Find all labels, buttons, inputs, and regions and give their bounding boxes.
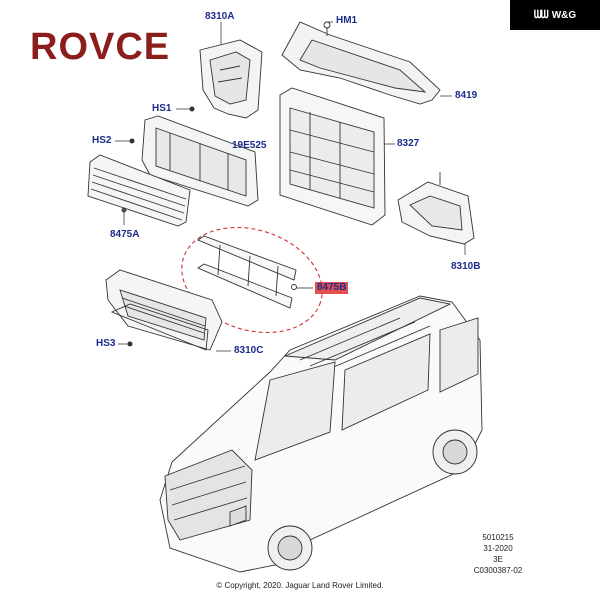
part-8475A-shutter <box>87 154 191 227</box>
callout-8310C: 8310C <box>234 345 264 356</box>
drawing-date: 31-2020 <box>483 544 513 553</box>
watermark-badge: ᗯᗯ W&G <box>510 0 600 30</box>
drawing-number: 5010215 <box>482 533 514 542</box>
copyright-notice: © Copyright, 2020. Jaguar Land Rover Lim… <box>216 581 384 590</box>
callout-HS2: HS2 <box>92 135 112 146</box>
vehicle-illustration <box>159 295 483 573</box>
callout-8475B: 8475B <box>315 282 349 294</box>
part-8327-frame <box>279 87 386 226</box>
fastener-hs3-icon <box>127 341 133 347</box>
drawing-revision: 3E <box>493 555 503 564</box>
part-8310A-duct <box>199 39 263 119</box>
brand-logo: ROVCE <box>30 26 171 68</box>
callout-HS3: HS3 <box>96 338 116 349</box>
callout-8310B: 8310B <box>451 261 481 272</box>
callout-8475A: 8475A <box>110 229 140 240</box>
callout-19E525: 19E525 <box>232 140 267 151</box>
part-19E525-grille-frame <box>141 115 259 207</box>
wg-mark-icon: ᗯᗯ <box>533 8 549 21</box>
wg-badge-text: W&G <box>551 9 577 21</box>
drawing-code: C0300387-02 <box>473 566 523 575</box>
highlight-outline <box>181 226 323 334</box>
drawing-info-block: 5010215 31-2020 3E C0300387-02 <box>458 532 538 576</box>
callout-8419: 8419 <box>455 90 478 101</box>
part-8310C-lower-grille <box>105 269 223 351</box>
callout-8310A: 8310A <box>205 11 235 22</box>
callout-HM1: HM1 <box>336 15 358 26</box>
part-8475B-brackets <box>197 235 297 309</box>
fastener-hs1-icon <box>189 106 195 112</box>
part-8310B-duct <box>397 172 475 245</box>
part-8419-top-panel <box>281 21 441 105</box>
callout-HS1: HS1 <box>152 103 172 114</box>
fastener-hs2-icon <box>129 138 135 144</box>
callout-8327: 8327 <box>397 138 420 149</box>
fasteners <box>127 106 195 347</box>
